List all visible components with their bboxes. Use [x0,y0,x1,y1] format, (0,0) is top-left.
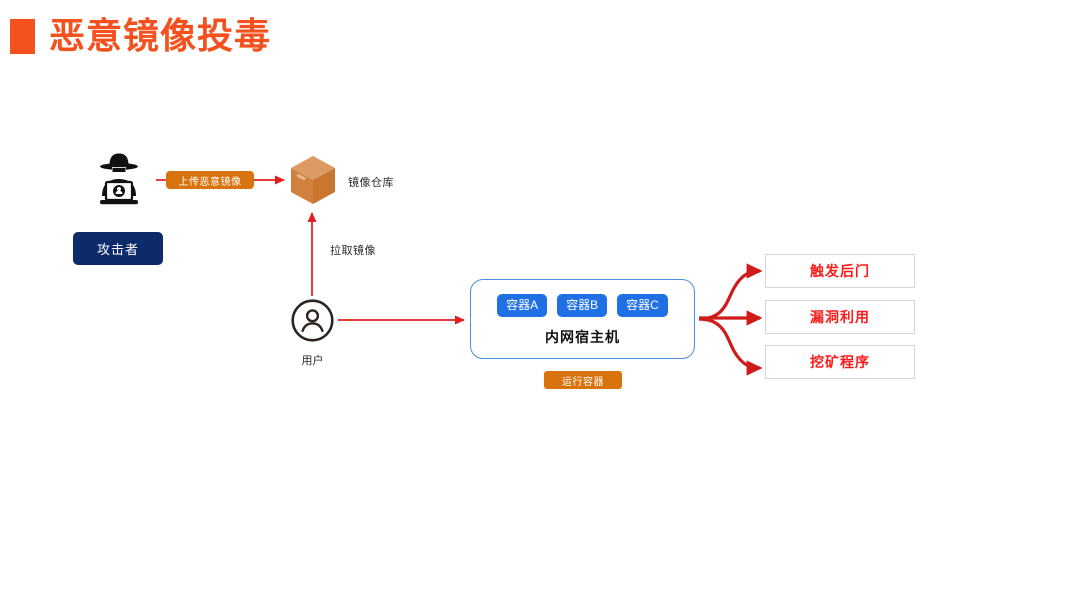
arrow-host-to-outcome-0 [698,263,763,321]
internal-host-box: 容器A 容器B 容器C 内网宿主机 [470,279,695,359]
hacker-icon [86,149,152,215]
outcome-box-trigger-backdoor[interactable]: 触发后门 [765,254,915,288]
container-badge-c[interactable]: 容器C [617,294,668,317]
user-circle-icon [291,299,334,342]
container-badge-a[interactable]: 容器A [497,294,548,317]
image-registry-icon [288,154,338,206]
attacker-badge[interactable]: 攻击者 [73,232,163,265]
upload-malicious-image-badge[interactable]: 上传恶意镜像 [166,171,254,189]
internal-host-label: 内网宿主机 [545,329,620,345]
pull-image-label: 拉取镜像 [330,245,376,257]
title-label: 恶意镜像投毒 [49,15,272,56]
outcome-box-exploit[interactable]: 漏洞利用 [765,300,915,334]
image-registry-label: 镜像仓库 [348,177,394,189]
arrow-host-to-outcome-2 [698,317,763,376]
run-container-badge[interactable]: 运行容器 [544,371,622,389]
page-title: 恶意镜像投毒 [10,18,271,54]
title-bullet-square [10,18,35,54]
outcome-box-mining[interactable]: 挖矿程序 [765,345,915,379]
container-badge-b[interactable]: 容器B [557,294,608,317]
containers-row: 容器A 容器B 容器C [471,294,694,317]
user-label: 用户 [301,355,324,367]
